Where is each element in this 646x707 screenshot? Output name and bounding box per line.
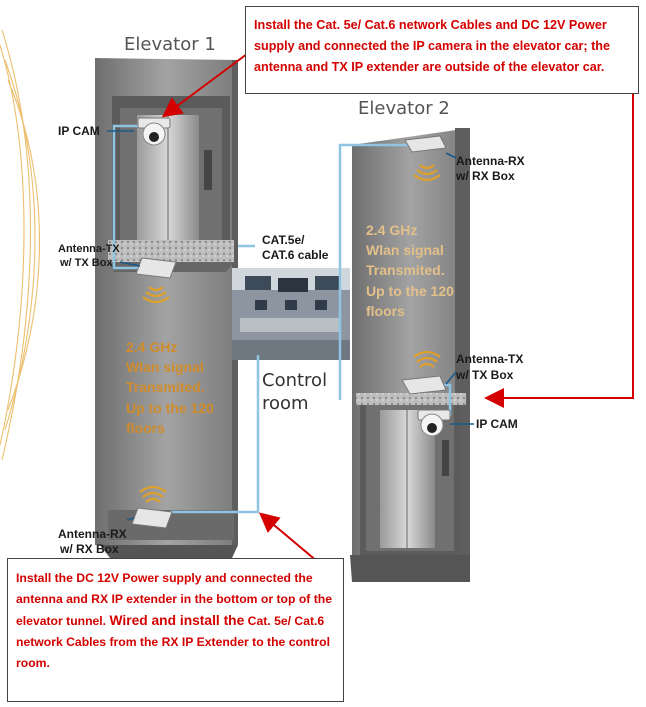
elevator1-antenna-tx-box-label: w/ TX Box bbox=[59, 257, 113, 269]
antenna-rx-box-2 bbox=[404, 135, 447, 153]
elevator2-ip-cam-label: IP CAM bbox=[476, 417, 518, 431]
svg-text:Wlan signal: Wlan signal bbox=[366, 242, 444, 258]
control-room-label-line1: Control bbox=[262, 370, 327, 391]
callout-arrows bbox=[161, 47, 634, 563]
ip-camera-1 bbox=[137, 117, 171, 146]
antenna-tx-box-2 bbox=[401, 375, 447, 395]
arrow-top-to-tx2 bbox=[484, 92, 634, 408]
elevator1-shaft bbox=[95, 58, 238, 558]
ip-camera-2 bbox=[417, 409, 451, 437]
elevator2-antenna-tx-box-label: w/ TX Box bbox=[455, 368, 514, 382]
wifi-icon-3 bbox=[413, 164, 441, 182]
elevator1-antenna-rx-box-label: w/ RX Box bbox=[59, 542, 119, 556]
cable-elevator1-control bbox=[170, 355, 260, 514]
svg-text:Wlan signal: Wlan signal bbox=[126, 359, 204, 375]
note-top-text: Install the Cat. 5e/ Cat.6 network Cable… bbox=[254, 18, 611, 74]
cable-elevator2-shaft bbox=[338, 143, 420, 400]
svg-text:Up to the 120: Up to the 120 bbox=[126, 400, 214, 416]
control-room-photo bbox=[232, 268, 350, 360]
elevator2-wlan-text: 2.4 GHz Wlan signal Transmited. Up to th… bbox=[366, 222, 454, 319]
note-bottom-text-b: Wired and install the bbox=[109, 613, 245, 628]
note-bottom-text-a: Install the DC 12V Power supply and conn… bbox=[16, 571, 332, 628]
elevator2-antenna-tx-label: Antenna-TX bbox=[456, 352, 523, 366]
note-bottom-text-c: Cat. 5e/ Cat.6 network Cables from the R… bbox=[16, 614, 330, 670]
svg-text:2.4 GHz: 2.4 GHz bbox=[126, 339, 177, 355]
elevator1-wlan-text: 2.4 GHz Wlan signal Transmited. Up to th… bbox=[126, 339, 214, 436]
svg-text:Transmited.: Transmited. bbox=[366, 262, 445, 278]
note-bottom: Install the DC 12V Power supply and conn… bbox=[7, 558, 344, 702]
elevator2-shaft bbox=[350, 128, 470, 582]
antenna-rx-box-1 bbox=[131, 507, 173, 529]
control-room-label-line2: room bbox=[262, 393, 309, 414]
note-top: Install the Cat. 5e/ Cat.6 network Cable… bbox=[245, 6, 639, 94]
decorative-swirl bbox=[0, 29, 40, 461]
arrow-top-to-car1 bbox=[161, 47, 256, 118]
elevator1-ip-cam-label: IP CAM bbox=[58, 124, 100, 138]
svg-text:2.4 GHz: 2.4 GHz bbox=[366, 222, 417, 238]
elevator2-antenna-rx-box-label: w/ RX Box bbox=[455, 169, 515, 183]
arrow-bottom-to-cable bbox=[258, 512, 319, 563]
elevator2-antenna-rx-label: Antenna-RX bbox=[456, 154, 525, 168]
elevator1-antenna-tx-label: Antenna-TX bbox=[58, 243, 120, 255]
elevator2-title: Elevator 2 bbox=[358, 98, 450, 119]
cable-label-line2: CAT.6 cable bbox=[262, 248, 329, 262]
wifi-icon-2 bbox=[139, 485, 167, 503]
label-pointers bbox=[107, 130, 474, 521]
cable-label-line1: CAT.5e/ bbox=[262, 233, 305, 247]
elevator1-title: Elevator 1 bbox=[124, 34, 216, 55]
svg-text:Up to the 120: Up to the 120 bbox=[366, 283, 454, 299]
antenna-tx-box-1 bbox=[135, 257, 177, 279]
svg-text:floors: floors bbox=[126, 420, 165, 436]
cable-elevator1-car bbox=[112, 124, 150, 270]
wifi-icon-4 bbox=[413, 350, 441, 368]
svg-text:floors: floors bbox=[366, 303, 405, 319]
wifi-icon-1 bbox=[142, 286, 170, 304]
elevator1-antenna-rx-label: Antenna-RX bbox=[58, 527, 127, 541]
svg-text:Transmited.: Transmited. bbox=[126, 379, 205, 395]
